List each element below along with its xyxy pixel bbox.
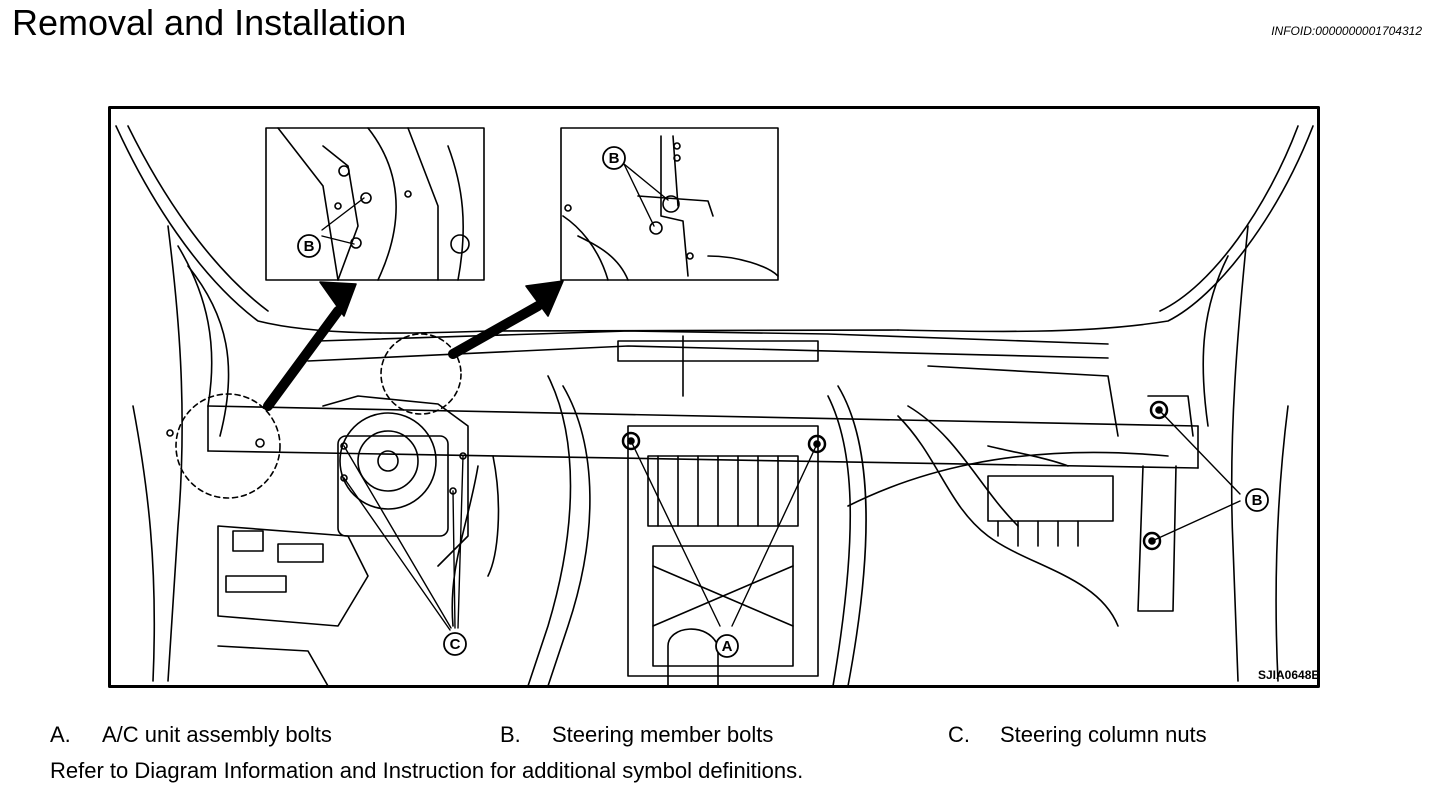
legend-item-a: A. A/C unit assembly bolts xyxy=(50,722,332,748)
inset-left xyxy=(265,127,485,281)
dashboard-diagram: B B B A C SJIA0648E xyxy=(108,106,1320,688)
legend-text: Steering member bolts xyxy=(552,722,774,747)
callout-a-label: A xyxy=(722,638,733,655)
inset-right xyxy=(560,127,779,281)
legend-text: Steering column nuts xyxy=(1000,722,1207,747)
detail-circle-left xyxy=(175,393,281,499)
leader-lines xyxy=(343,409,1241,631)
callout-a-circle xyxy=(715,634,739,658)
vehicle-structure xyxy=(115,125,1314,687)
detail-circle-center xyxy=(380,333,462,415)
callout-b-circle xyxy=(1245,488,1269,512)
legend-item-c: C. Steering column nuts xyxy=(948,722,1207,748)
info-id: INFOID:0000000001704312 xyxy=(1271,24,1422,38)
arrow-to-right-inset xyxy=(448,301,543,359)
legend-letter: A. xyxy=(50,722,71,747)
steering-member-bolt xyxy=(1142,531,1162,551)
footnote: Refer to Diagram Information and Instruc… xyxy=(50,758,804,783)
callout-b-label: B xyxy=(1252,492,1263,509)
ac-unit-bolt xyxy=(807,434,827,454)
page-title: Removal and Installation xyxy=(12,2,407,43)
callout-c-label: C xyxy=(450,636,461,653)
callout-b-circle xyxy=(602,146,626,170)
callout-b-label: B xyxy=(304,238,315,255)
arrow-head xyxy=(525,280,564,317)
arrow-head xyxy=(319,281,357,317)
arrow-to-left-inset xyxy=(263,306,343,411)
callout-c-circle xyxy=(443,632,467,656)
legend-letter: B. xyxy=(500,722,521,747)
callout-b-label: B xyxy=(609,150,620,167)
legend-item-b: B. Steering member bolts xyxy=(500,722,773,748)
legend-text: A/C unit assembly bolts xyxy=(102,722,332,747)
legend-letter: C. xyxy=(948,722,970,747)
figure-code: SJIA0648E xyxy=(1258,668,1319,682)
callout-b-circle xyxy=(297,234,321,258)
figure-frame xyxy=(108,106,1320,688)
